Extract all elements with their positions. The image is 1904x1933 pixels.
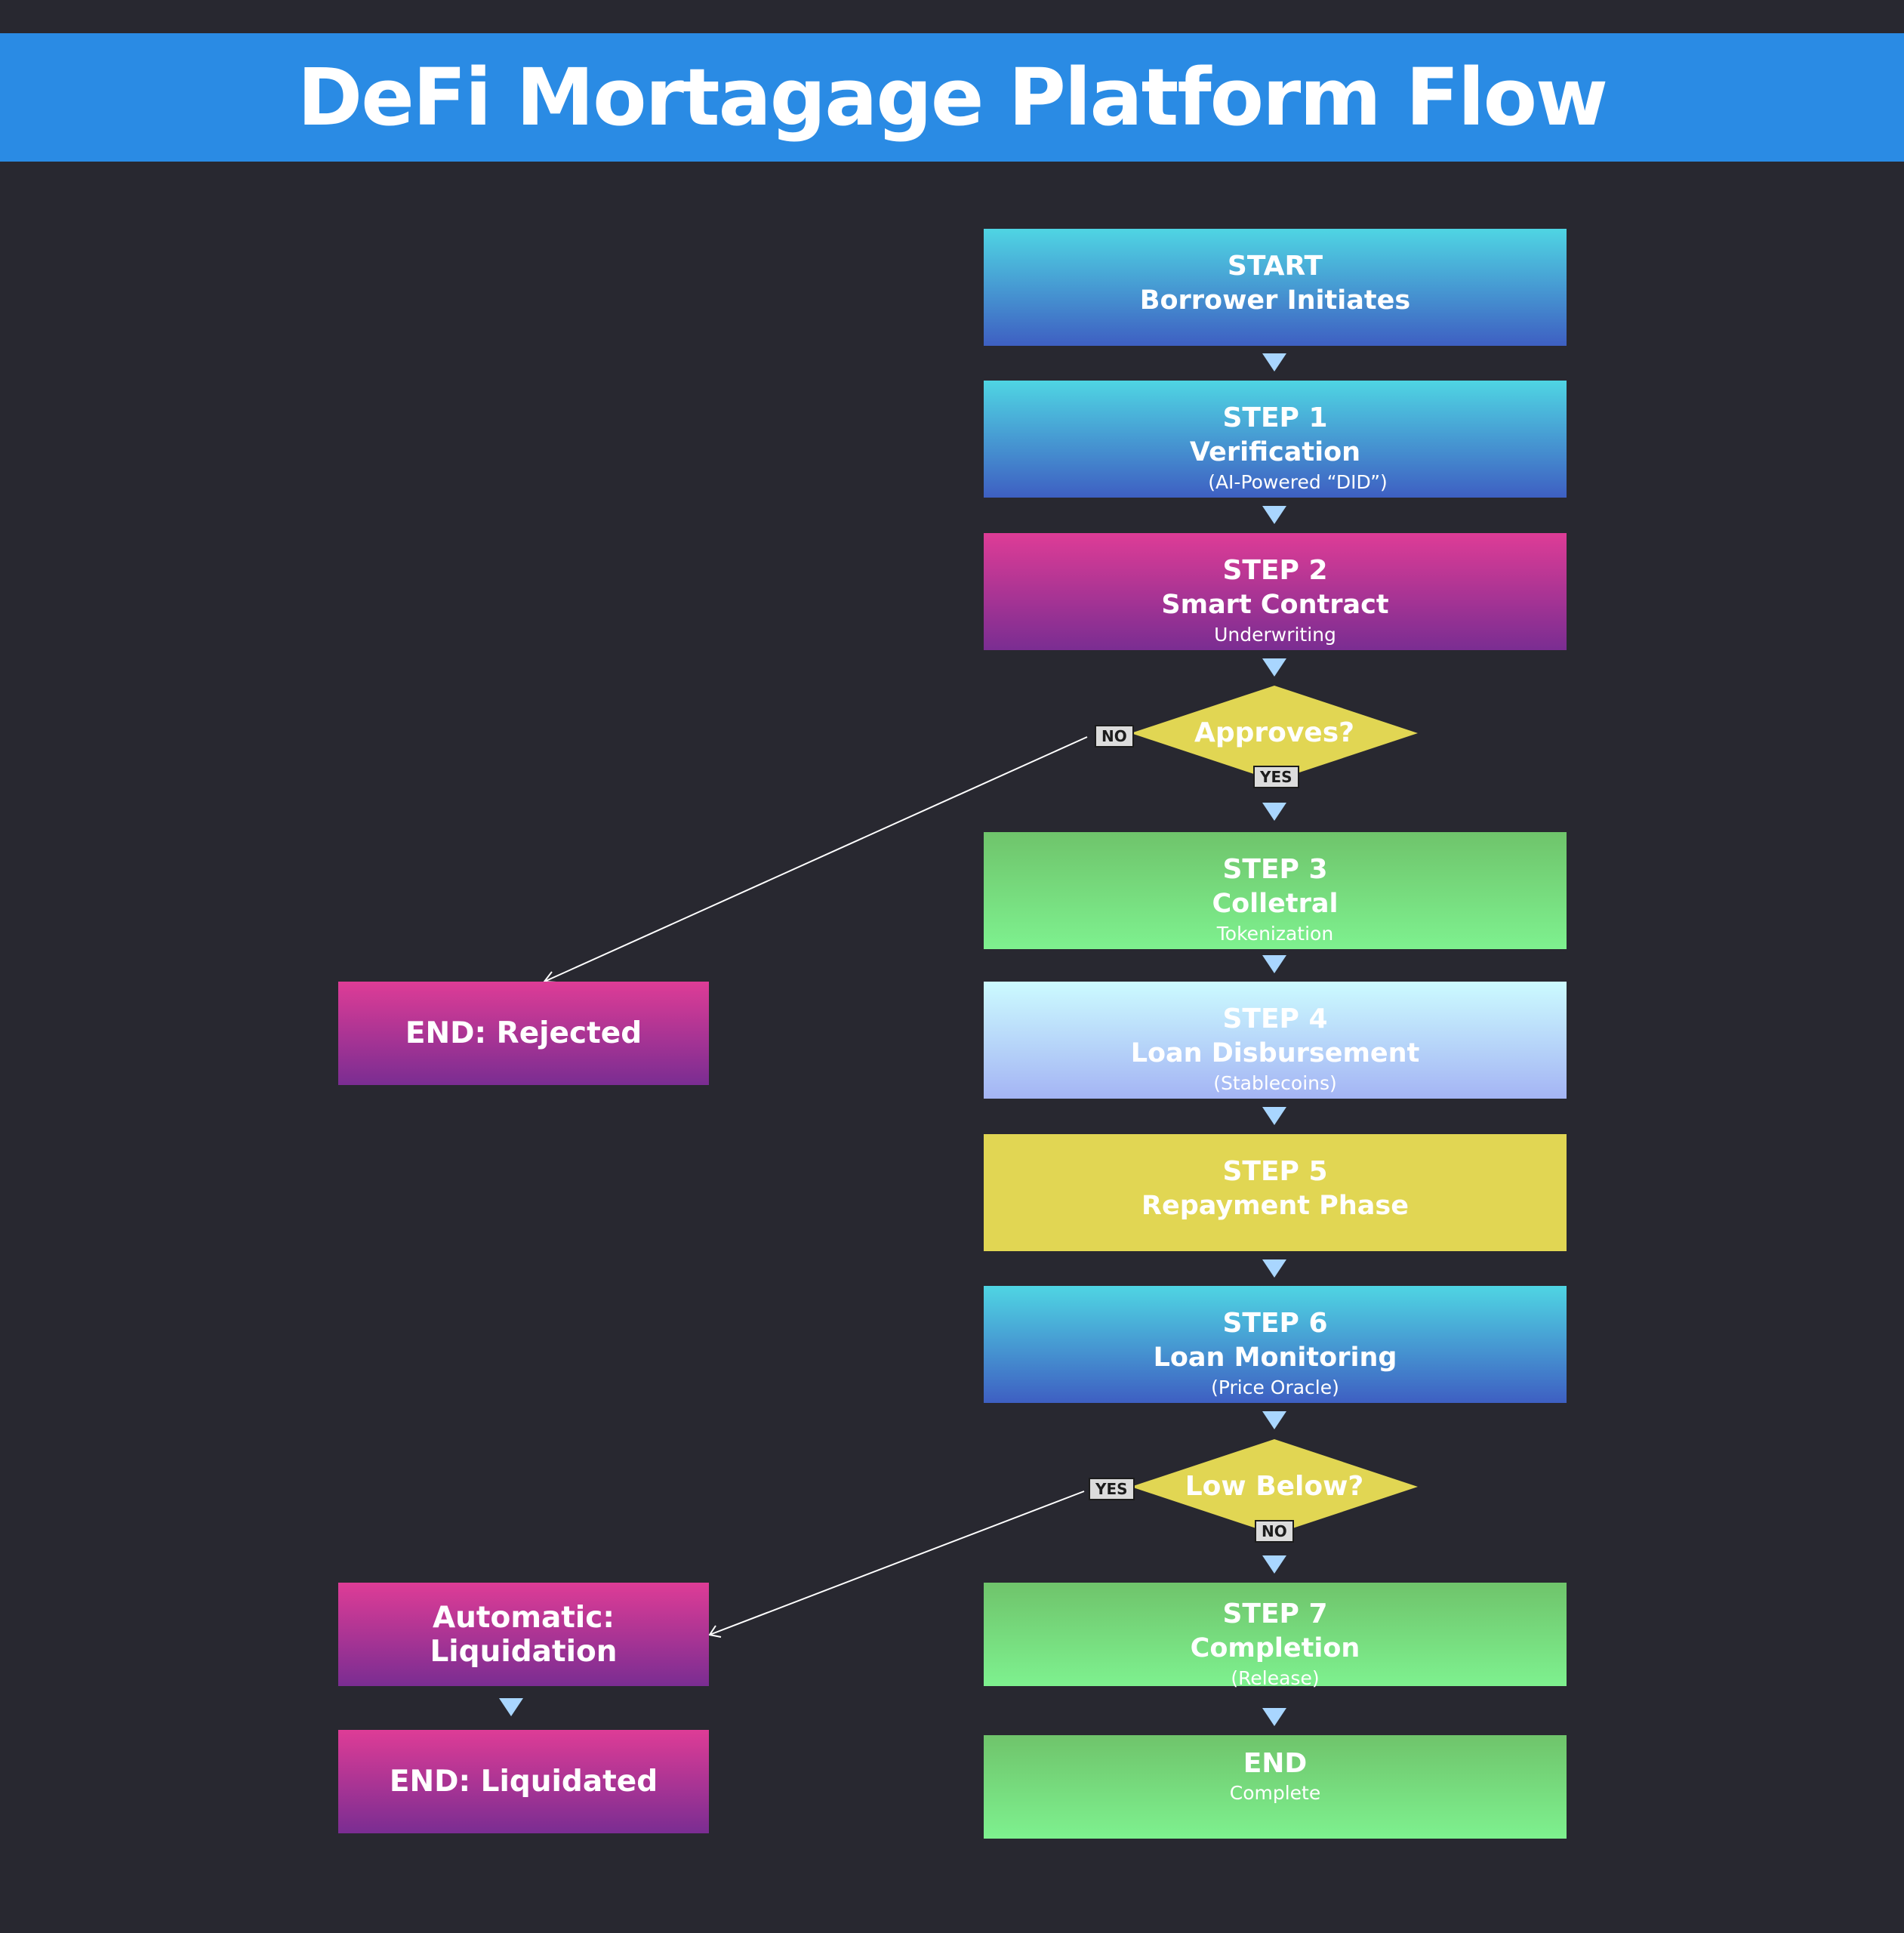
flow-step-2: STEP 2 Smart Contract Underwriting [984,533,1567,650]
step-title: Completion [1190,1633,1360,1663]
step-subtitle: (Release) [1231,1667,1320,1689]
flow-step-1: STEP 1 Verification (AI-Powered “DID”) [984,381,1567,498]
step-label: STEP 3 [1222,854,1328,885]
step-label: STEP 2 [1222,555,1328,586]
arrow-down-icon [1262,1555,1286,1574]
arrow-down-icon [1262,1259,1286,1278]
step-label: STEP 6 [1222,1308,1328,1339]
end-liquidated-box: END: Liquidated [338,1730,709,1833]
connector-no-to-rejected [544,736,1088,982]
arrow-down-icon [1262,1411,1286,1429]
arrow-down-icon [499,1698,523,1716]
flow-step-4: STEP 4 Loan Disbursement (Stablecoins) [984,982,1567,1099]
flow-step-5: STEP 5 Repayment Phase [984,1134,1567,1251]
step-title: Repayment Phase [1141,1191,1409,1221]
step-title: Borrower Initiates [1139,285,1411,316]
flow-step-3: STEP 3 Colletral Tokenization [984,832,1567,949]
arrow-down-icon [1262,506,1286,524]
flow-step-end: END Complete [984,1735,1567,1839]
arrow-down-icon [1262,658,1286,677]
decision-approves-yes-tag: YES [1253,766,1299,788]
decision-low-below-label: Low Below? [1185,1471,1364,1502]
step-subtitle: (Price Oracle) [1211,1377,1339,1398]
step-title: Verification [1189,437,1361,467]
arrow-down-icon [1262,1107,1286,1125]
connector-yes-to-liquidation [709,1491,1085,1635]
step-title: Colletral [1212,889,1339,919]
decision-diamond-approves [1131,686,1418,781]
step-label: END [1243,1748,1308,1779]
step-title: Loan Disbursement [1130,1038,1420,1068]
connector-yes-to-liquidation-head [708,1625,722,1638]
step-title: Loan Monitoring [1153,1343,1397,1373]
step-subtitle: (Stablecoins) [1213,1072,1337,1094]
arrow-down-icon [1262,803,1286,821]
arrow-down-icon [1262,955,1286,973]
arrow-down-icon [1262,1708,1286,1726]
step-subtitle: Complete [1229,1782,1321,1804]
flow-step-start: START Borrower Initiates [984,229,1567,346]
decision-approves-label: Approves? [1194,717,1355,748]
page-title: DeFi Mortagage Platform Flow [297,51,1608,143]
step-title: Smart Contract [1161,590,1389,620]
decision-low-below-yes-tag: YES [1089,1478,1135,1500]
step-label: STEP 5 [1222,1156,1328,1187]
step-subtitle: Tokenization [1216,923,1334,945]
step-subtitle: (AI-Powered “DID”) [1208,471,1388,493]
step-label: STEP 1 [1222,402,1328,433]
flow-step-6: STEP 6 Loan Monitoring (Price Oracle) [984,1286,1567,1403]
decision-approves-no-tag: NO [1095,725,1134,748]
step-subtitle: Underwriting [1214,624,1336,646]
step-label: STEP 4 [1222,1003,1328,1034]
decision-low-below-no-tag: NO [1255,1520,1294,1543]
end-rejected-box: END: Rejected [338,982,709,1085]
flow-step-7: STEP 7 Completion (Release) [984,1583,1567,1689]
automatic-liquidation-box: Automatic: Liquidation [338,1583,709,1686]
step-label: STEP 7 [1222,1599,1328,1629]
step-label: START [1227,251,1323,282]
header-banner: DeFi Mortagage Platform Flow [0,33,1904,162]
arrow-down-icon [1262,353,1286,371]
decision-diamond-low-below [1131,1439,1418,1534]
